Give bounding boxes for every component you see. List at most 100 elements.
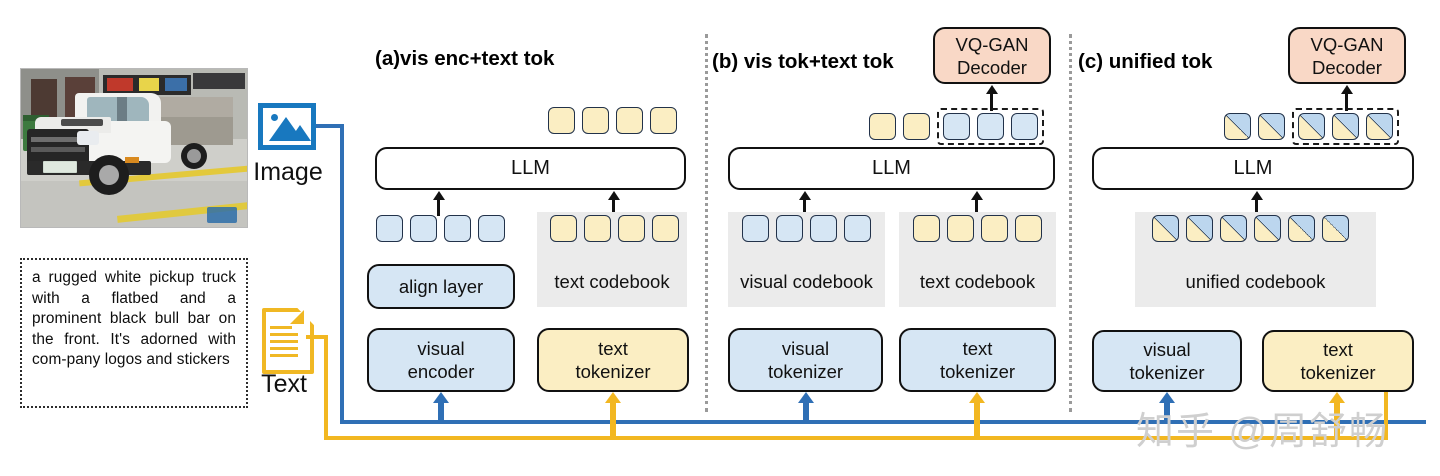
text-bus-v-right [1384, 392, 1388, 440]
panel-c-unified-codebook-label: unified codebook [1185, 271, 1326, 292]
token-unified [1322, 215, 1349, 242]
token-yellow [618, 215, 645, 242]
panel-b-visual-tokenizer-l1: visual [781, 338, 830, 359]
panel-c-llm: LLM [1092, 147, 1414, 190]
watermark: 知乎 @周舒畅 [1136, 411, 1390, 453]
input-caption-text: a rugged white pickup truck with a flatb… [32, 269, 236, 369]
token-unified [1366, 113, 1393, 140]
token-unified [1332, 113, 1359, 140]
token-yellow [981, 215, 1008, 242]
token-blue [810, 215, 837, 242]
panel-b-visual-tokenizer-l2: tokenizer [767, 361, 844, 382]
panel-a-title: (a)vis enc+text tok [375, 47, 555, 70]
panel-c-text-tokenizer-l2: tokenizer [1300, 362, 1376, 383]
token-blue [844, 215, 871, 242]
token-unified [1298, 113, 1325, 140]
token-blue [742, 215, 769, 242]
panel-b-arrow-tokens-to-decoder [985, 85, 998, 111]
panel-separator-2 [1069, 34, 1072, 412]
panel-c-text-tokenizer: text tokenizer [1262, 330, 1414, 392]
panel-c-decoder-l1: VQ-GAN [1310, 33, 1384, 55]
panel-b-arrow-visual-to-llm [798, 191, 811, 216]
panel-b-vqgan-decoder: VQ-GAN Decoder [933, 27, 1051, 84]
panel-a-llm: LLM [375, 147, 686, 190]
panel-c-visual-tokenizer-l1: visual [1143, 339, 1191, 360]
panel-b-text-tokenizer-l2: tokenizer [939, 361, 1016, 382]
panel-a-text-tokenizer: text tokenizer [537, 328, 689, 392]
panel-a-text-feed-arrow [605, 392, 621, 438]
panel-c-text-tokenizer-l1: text [1323, 339, 1353, 360]
token-unified [1224, 113, 1251, 140]
panel-c-llm-label: LLM [1233, 157, 1273, 179]
token-yellow [548, 107, 575, 134]
token-yellow [616, 107, 643, 134]
token-yellow [650, 107, 677, 134]
panel-b-visual-codebook-label: visual codebook [740, 271, 873, 292]
token-unified [1220, 215, 1247, 242]
token-unified [1186, 215, 1213, 242]
panel-separator-1 [705, 34, 708, 412]
panel-c-output-dashed-group [1292, 108, 1399, 145]
token-yellow [652, 215, 679, 242]
panel-b-text-feed-arrow [969, 392, 985, 438]
input-caption-box: a rugged white pickup truck with a flatb… [20, 258, 248, 408]
panel-a-text-codebook-label: text codebook [554, 271, 670, 292]
token-yellow [869, 113, 896, 140]
token-blue [1011, 113, 1038, 140]
panel-c-vqgan-decoder: VQ-GAN Decoder [1288, 27, 1406, 84]
panel-a-visual-encoder-l1: visual [417, 338, 465, 359]
token-yellow [584, 215, 611, 242]
text-bus-h-main [324, 436, 1388, 440]
token-blue [776, 215, 803, 242]
token-unified [1152, 215, 1179, 242]
panel-a-visual-encoder-l2: encoder [407, 361, 475, 382]
panel-b-image-feed-arrow [798, 392, 814, 422]
panel-b-title: (b) vis tok+text tok [712, 50, 894, 73]
panel-a-align-layer: align layer [367, 264, 515, 309]
token-yellow [582, 107, 609, 134]
panel-b-decoder-l2: Decoder [957, 56, 1027, 78]
token-blue [977, 113, 1004, 140]
token-blue [444, 215, 471, 242]
panel-b-text-tokens [913, 215, 1042, 242]
panel-a-output-tokens [548, 107, 677, 134]
panel-a-llm-label: LLM [511, 157, 550, 179]
panel-b-text-codebook-label: text codebook [919, 271, 1036, 292]
panel-b-visual-tokenizer: visual tokenizer [728, 328, 883, 392]
panel-b-llm-label: LLM [872, 157, 911, 179]
document-icon [262, 308, 314, 374]
panel-a-arrow-text-to-llm [607, 191, 620, 216]
panel-c-unified-tokens [1152, 215, 1349, 242]
panel-a-visual-tokens [376, 215, 505, 242]
panel-b-arrow-text-to-llm [970, 191, 983, 216]
token-yellow [903, 113, 930, 140]
image-mountain-icon [258, 103, 316, 150]
text-bus-h-top [306, 335, 328, 339]
image-bus-h-main [340, 420, 1426, 424]
panel-b-output-dashed-group [937, 108, 1044, 145]
panel-c-text-feed-arrow [1329, 392, 1345, 438]
panel-b-llm: LLM [728, 147, 1055, 190]
panel-a-visual-encoder: visual encoder [367, 328, 515, 392]
token-blue [410, 215, 437, 242]
panel-b-text-tokenizer: text tokenizer [899, 328, 1056, 392]
image-input-label: Image [253, 158, 323, 186]
panel-c-visual-tokenizer-l2: tokenizer [1129, 362, 1205, 383]
panel-b-decoder-l1: VQ-GAN [955, 33, 1029, 55]
token-yellow [947, 215, 974, 242]
panel-a-arrow-visual-to-llm [432, 191, 445, 216]
token-yellow [913, 215, 940, 242]
text-bus-v-left [324, 335, 328, 440]
panel-a-align-layer-label: align layer [398, 276, 484, 297]
token-yellow [550, 215, 577, 242]
token-unified [1254, 215, 1281, 242]
image-bus-h-top [316, 124, 344, 128]
panel-b-visual-tokens [742, 215, 871, 242]
panel-c-title: (c) unified tok [1078, 50, 1213, 73]
token-blue [478, 215, 505, 242]
panel-b-output-tokens [869, 108, 1044, 145]
token-blue [376, 215, 403, 242]
token-yellow [1015, 215, 1042, 242]
token-blue [943, 113, 970, 140]
